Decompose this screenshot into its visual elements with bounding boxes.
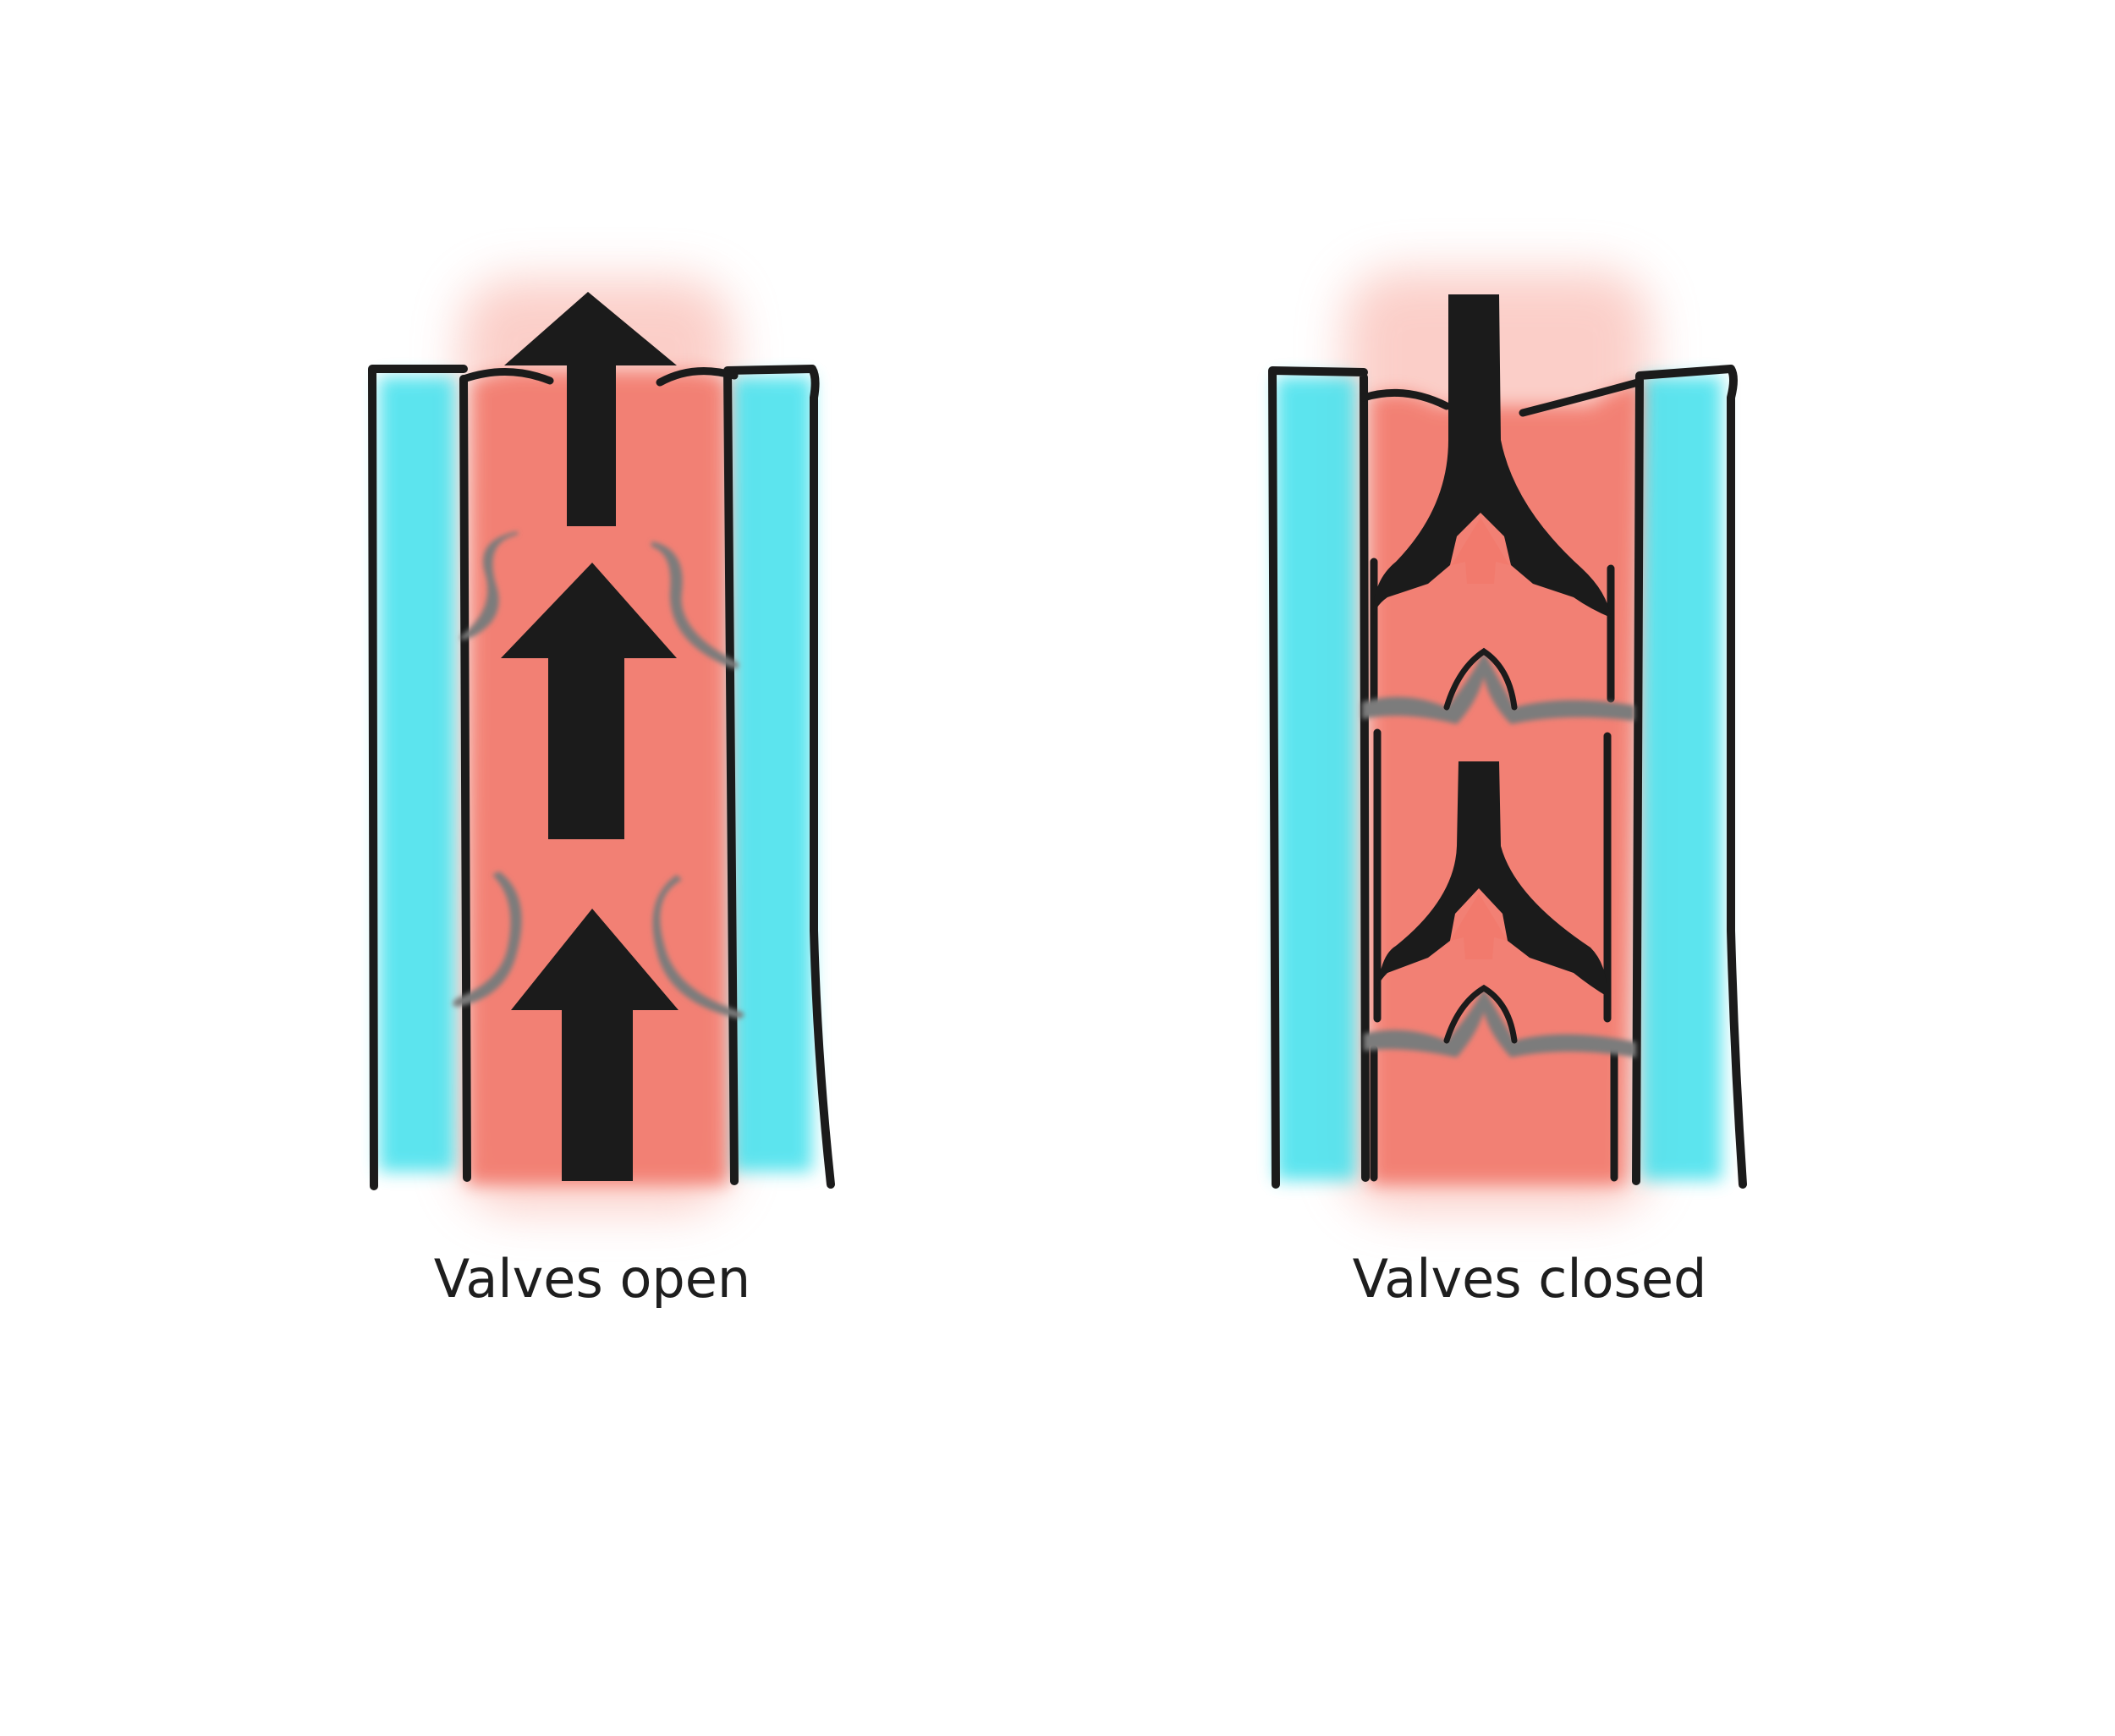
caption-valves-open: Valves open: [433, 1248, 751, 1310]
backflow-arrow-icon: [1373, 294, 1611, 997]
vein-closed: [1268, 271, 1747, 1210]
valve-cusp-outline: [1443, 647, 1518, 1044]
caption-valves-closed: Valves closed: [1352, 1248, 1707, 1310]
valve-flap-icon: [1362, 651, 1636, 1058]
vein-wall-left-closed: [1276, 376, 1356, 1180]
lumen-outline-closed: [1360, 378, 1642, 1182]
arrow-up-icon: [501, 292, 678, 1181]
vein-outline-open: [368, 365, 835, 1190]
lumen-outline-open: [459, 367, 739, 387]
notch-triangles: [1450, 518, 1509, 959]
vein-wall-right-closed: [1641, 376, 1722, 1180]
vein-wall-right-open: [732, 376, 812, 1172]
valve-flap-icon: [453, 531, 744, 1019]
vein-wall-left-open: [379, 376, 455, 1172]
vein-open: [368, 279, 835, 1210]
